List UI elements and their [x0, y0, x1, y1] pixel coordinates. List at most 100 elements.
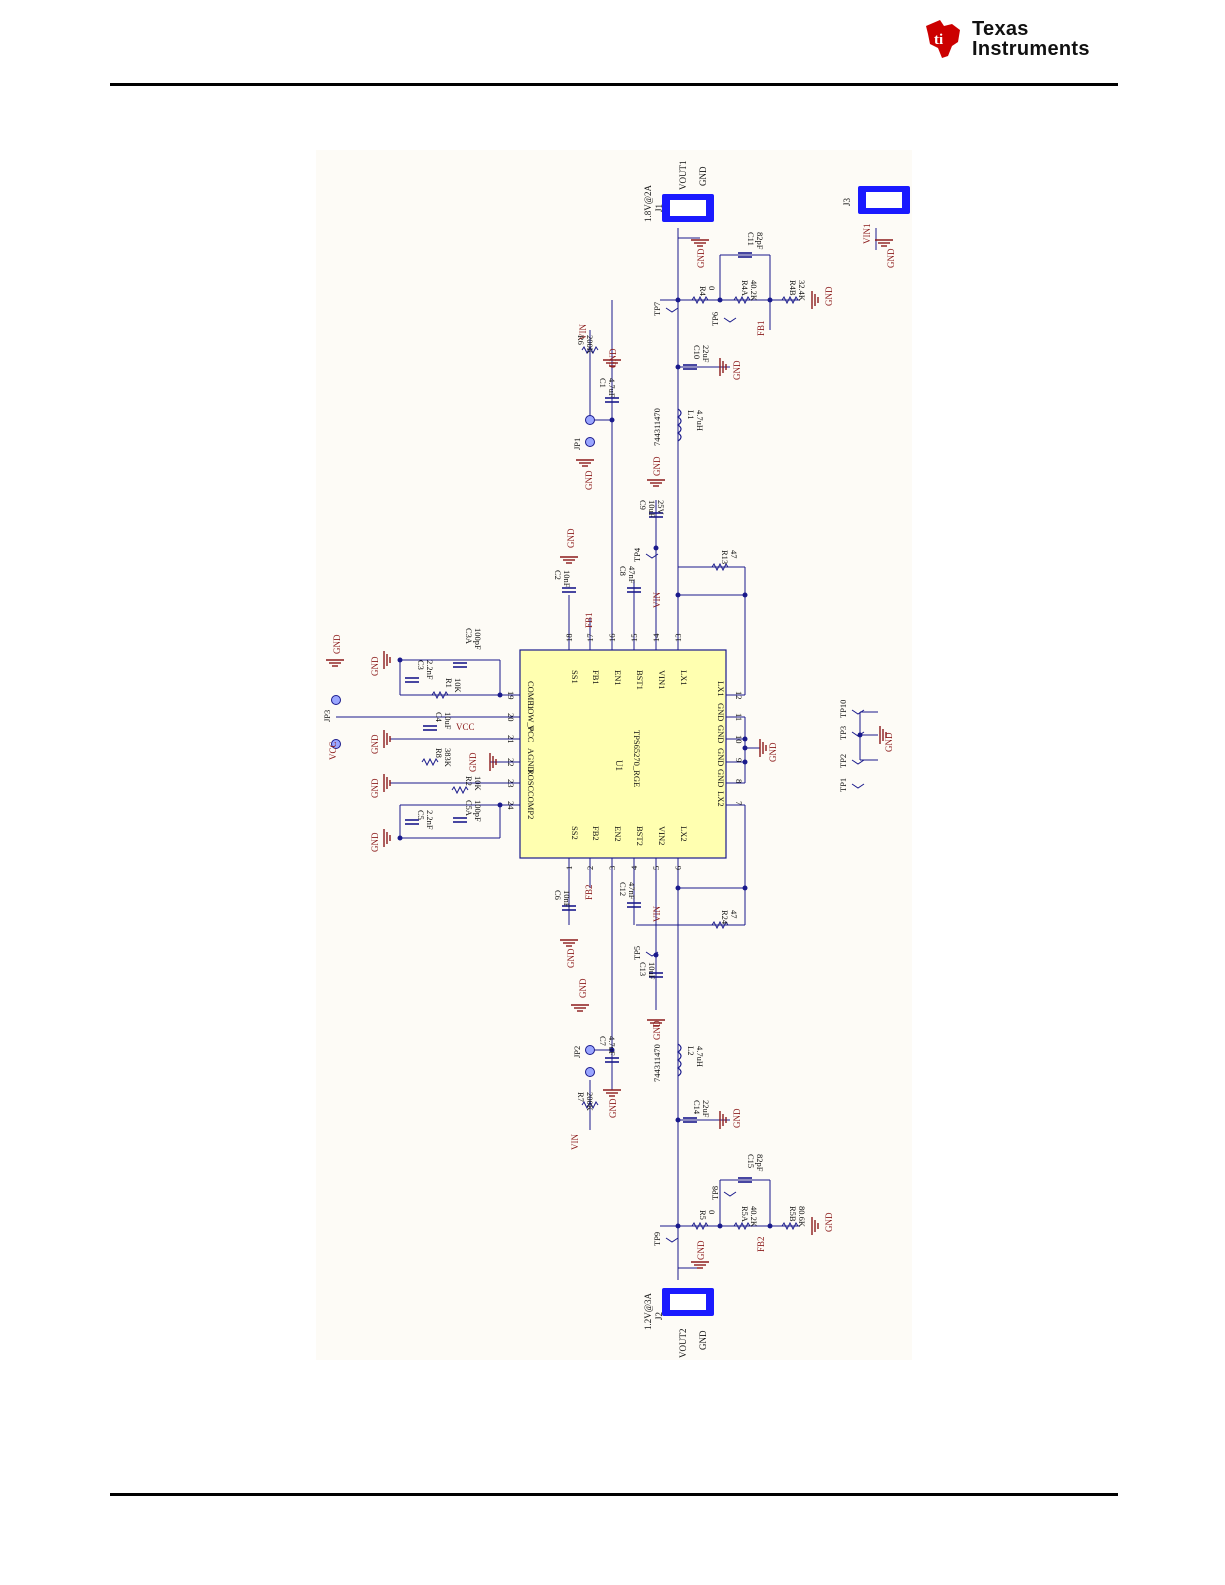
- pin-num-2: 2: [585, 866, 595, 870]
- c13-ref: C13: [638, 962, 648, 976]
- jumper-jp2: JP2: [572, 1046, 582, 1058]
- pin-num-21: 21: [506, 735, 516, 744]
- r13-ref: R13: [720, 550, 730, 564]
- r5b-value: 80.6K: [797, 1206, 807, 1228]
- c3-ref: C3: [416, 660, 426, 670]
- net-label-gnd: GND: [332, 634, 342, 654]
- pin-num-22: 22: [506, 758, 516, 767]
- net-label-fb2: FB2: [584, 884, 594, 900]
- connector-j1: 1.8V@2A VOUT1 GND J1: [643, 161, 714, 222]
- r4a-resistor: [733, 295, 751, 305]
- test-point-tp3: TP3: [838, 726, 848, 740]
- net-label-gnd: GND: [608, 1098, 618, 1118]
- test-point-tp2-symbol: [851, 759, 865, 765]
- pin-num-15: 15: [629, 634, 639, 643]
- connector-j2: 1.2V@3A VOUT2 GND J2: [643, 1288, 714, 1358]
- net-label-fb1: FB1: [584, 612, 594, 628]
- pin-num-17: 17: [585, 634, 595, 643]
- ti-logo-icon: ti: [926, 20, 960, 58]
- net-label-gnd: GND: [370, 832, 380, 852]
- net-label-fb2: FB2: [756, 1236, 766, 1252]
- r7-resistor: [581, 1100, 599, 1110]
- j1-gnd: GND: [698, 166, 708, 186]
- r13-resistor: [711, 562, 729, 572]
- l2-part-number: 744311470: [652, 1044, 662, 1082]
- net-label-gnd: GND: [608, 348, 618, 368]
- net-label-gnd: GND: [370, 656, 380, 676]
- pin-name-en1-top: EN1: [613, 670, 623, 686]
- c13-value: 10uF: [647, 962, 657, 980]
- pin-name-lx1-right: LX1: [716, 681, 726, 697]
- r13-value: 47: [729, 550, 739, 559]
- pin-num-5: 5: [651, 866, 661, 870]
- net-label-gnd: GND: [566, 948, 576, 968]
- r5a-value: 40.2K: [749, 1206, 759, 1228]
- j3-gnd: GND: [886, 248, 896, 268]
- r5a-resistor: [733, 1221, 751, 1231]
- j2-gnd: GND: [698, 1330, 708, 1350]
- pin-name-gnd-right: GND: [716, 725, 726, 743]
- pin-num-1: 1: [564, 866, 574, 870]
- r5b-ref: R5B: [788, 1206, 798, 1222]
- pin-name-vcc-left: VCC: [526, 725, 536, 743]
- pin-name-ss2-bottom: SS2: [570, 826, 580, 840]
- test-point-tp7-symbol: [665, 307, 679, 313]
- jumper-jp1-pad: [585, 415, 595, 425]
- c5-value: 2.2nF: [425, 810, 435, 830]
- c14-value: 22uF: [701, 1100, 711, 1118]
- net-labels: GND GND GND GND GND GND GND GND GND GND GND GND GND G…: [328, 248, 894, 1260]
- brand-line1: Texas: [972, 18, 1029, 40]
- pin-name-gnd-right: GND: [716, 703, 726, 721]
- pin-num-6: 6: [673, 866, 683, 870]
- pin-name-bst1-top: BST1: [635, 670, 645, 690]
- jumper-jp2-pad: [585, 1067, 595, 1077]
- r5b-resistor: [781, 1221, 799, 1231]
- test-point-tp5-symbol: [645, 951, 659, 957]
- pin-num-12: 12: [734, 691, 744, 700]
- c6-value: 10nF: [562, 890, 572, 908]
- jumper-jp1-pad: [585, 437, 595, 447]
- jumper-jp1: JP1: [572, 438, 582, 450]
- r5-value: 0: [707, 1210, 717, 1214]
- ic-u1-part: TPS65270_RGE: [632, 730, 642, 787]
- pin-name-gnd-right: GND: [716, 769, 726, 787]
- pin-num-20: 20: [506, 713, 516, 722]
- svg-text:ti: ti: [934, 32, 943, 48]
- test-point-tp6-symbol: [723, 317, 737, 323]
- net-label-gnd: GND: [824, 286, 834, 306]
- j2-ref: J2: [654, 1312, 664, 1320]
- r8-value: 383K: [443, 748, 453, 768]
- c2-value: 10nF: [562, 570, 572, 588]
- test-point-tp2: TP2: [838, 754, 848, 768]
- net-label-gnd: GND: [370, 734, 380, 754]
- schematic-diagram: U1 TPS65270_RGE 18SS117FB116EN115BST114V…: [322, 161, 910, 1358]
- c4-value: 10uF: [443, 712, 453, 730]
- pin-num-10: 10: [734, 735, 744, 744]
- r7-value: 200K: [585, 1092, 595, 1112]
- test-point-tp1: TP1: [838, 778, 848, 792]
- net-label-gnd: GND: [584, 470, 594, 490]
- passive-components: [331, 252, 865, 1243]
- j1-net: VOUT1: [678, 161, 688, 191]
- c15-ref: C15: [746, 1154, 756, 1168]
- test-point-tp10: TP10: [838, 700, 848, 718]
- l1-ref: L1: [686, 410, 696, 419]
- r4b-resistor: [781, 295, 799, 305]
- r1-value: 10K: [453, 678, 463, 694]
- pin-num-9: 9: [734, 758, 744, 762]
- pin-name-gnd-right: GND: [716, 748, 726, 766]
- ic-u1-body: [519, 649, 727, 859]
- pin-num-18: 18: [564, 634, 574, 643]
- l1-inductor: [676, 408, 682, 442]
- pin-num-14: 14: [651, 633, 661, 642]
- c8-value: 47nF: [627, 566, 637, 584]
- jumper-jp3-pad: [331, 739, 341, 749]
- net-label-gnd: GND: [824, 1212, 834, 1232]
- jumper-jp2-pad: [585, 1045, 595, 1055]
- net-label-gnd: GND: [652, 456, 662, 476]
- pin-num-8: 8: [734, 779, 744, 783]
- c5a-value: 100pF: [473, 800, 483, 822]
- r6-resistor: [581, 345, 599, 355]
- pin-num-16: 16: [607, 634, 617, 643]
- r5-ref: R5: [698, 1210, 708, 1220]
